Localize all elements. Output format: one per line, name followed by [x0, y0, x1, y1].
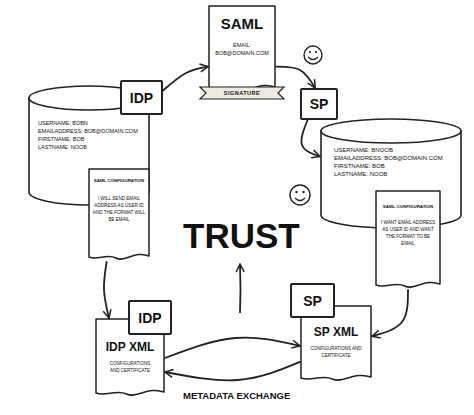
node-text: EMAILADDRESS: BOB@DOMAIN.COM [38, 127, 138, 135]
trust-heading: TRUST [183, 218, 300, 253]
connector-arrow [165, 362, 300, 380]
sp-box: SP [290, 283, 335, 318]
node-text: EMAILADDRESS: BOB@DOMAIN.COM [334, 154, 443, 162]
config-document: SAML CONFIGURATION I WILL SEND EMAIL ADDR… [88, 168, 150, 262]
node-heading: USERNAME: BOBN [38, 119, 88, 127]
node-text: LASTNAME: NOOB [334, 170, 387, 178]
connector-arrow [104, 262, 109, 318]
node-text: I WANT EMAIL ADDRESS AS USER ID AND WANT… [379, 219, 437, 247]
connector-arrow [276, 67, 315, 88]
node-text: EMAIL: BOB@DOMAIN.COM [213, 41, 271, 57]
node-heading: IDP [130, 90, 153, 106]
sp-box: SP [300, 88, 338, 120]
node-text: CONFIGURATIONS AND CERTIFICATE [105, 360, 155, 374]
smiley-face [290, 185, 310, 205]
node-heading: SP [310, 96, 329, 112]
node-heading: SP [303, 293, 322, 309]
exchange-label: METADATA EXCHANGE [183, 391, 290, 401]
idp-box: IDP [120, 80, 163, 115]
config-document: SAML CONFIGURATION I WANT EMAIL ADDRESS A… [375, 190, 441, 290]
node-heading: IDP [138, 310, 161, 326]
node-text: LASTNAME: NOOB [38, 143, 87, 151]
node-heading: SAML CONFIGURATION [94, 178, 144, 183]
node-heading: USERNAME: BNOOB [334, 146, 393, 154]
signature-ribbon: SIGNATURE [200, 85, 284, 101]
node-heading: SP XML [314, 325, 358, 339]
node-text: FIRSTNAME: BOB [334, 162, 385, 170]
node-heading: SIGNATURE [224, 90, 260, 96]
idp-box: IDP [128, 300, 172, 335]
node-heading: SAML [221, 15, 264, 32]
node-heading: IDP XML [106, 340, 154, 354]
node-heading: SAML CONFIGURATION [383, 204, 433, 209]
connector-arrow [165, 338, 300, 358]
saml-document: SAML EMAIL: BOB@DOMAIN.COM SIGNATURE [208, 5, 276, 93]
trust-arrow [239, 264, 241, 313]
connector-arrow [301, 120, 320, 157]
node-text: FIRSTNAME: BOB [38, 135, 84, 143]
node-text: CONFIGURATIONS AND CERTIFICATE [310, 345, 362, 359]
smiley-face [304, 46, 322, 64]
node-text: I WILL SEND EMAIL ADDRESS AS USER ID AND… [92, 195, 146, 223]
connector-arrow [372, 290, 408, 336]
